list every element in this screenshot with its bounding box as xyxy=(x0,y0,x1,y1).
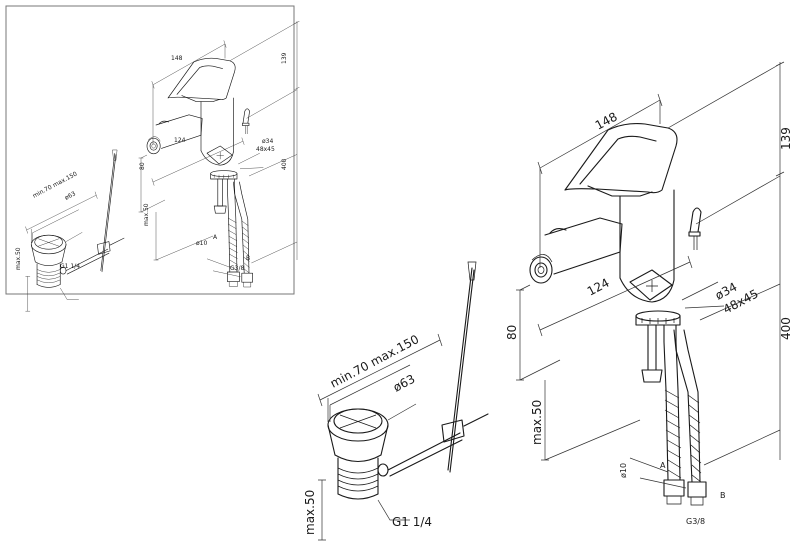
label-d63: ø63 xyxy=(391,372,418,395)
label-g114: G1 1/4 xyxy=(392,515,432,529)
thumb-label-400: 400 xyxy=(281,158,288,170)
thumbnail-frame xyxy=(5,5,295,295)
label-124: 124 xyxy=(585,276,612,299)
label-148: 148 xyxy=(593,110,620,133)
mixer-main-view xyxy=(515,61,785,506)
thumb-label-148: 148 xyxy=(171,55,183,62)
thumbnail-panel: 148 139 124 ø34 48x45 80 400 max.50 ø10 … xyxy=(5,5,300,312)
label-a: A xyxy=(660,461,666,470)
label-80: 80 xyxy=(505,325,519,340)
thumb-label-b: B xyxy=(246,255,250,262)
thumb-label-a: A xyxy=(213,234,218,241)
waste-main-view xyxy=(317,261,489,541)
label-400: 400 xyxy=(779,317,793,340)
thumb-label-48x45: 48x45 xyxy=(256,146,275,153)
main-labels: 148 139 124 ø34 48x45 80 400 max.50 ø10 … xyxy=(303,110,793,535)
thumb-label-d34: ø34 xyxy=(262,138,273,145)
thumb-label-139: 139 xyxy=(281,52,288,64)
thumb-label-d10: ø10 xyxy=(196,240,207,247)
thumb-label-g38: G3/8 xyxy=(230,265,244,272)
label-max50-waste: max.50 xyxy=(303,490,317,535)
label-b: B xyxy=(720,491,726,500)
label-139: 139 xyxy=(779,127,793,150)
thumb-label-max50-waste: max.50 xyxy=(15,247,22,270)
label-g38: G3/8 xyxy=(686,517,705,526)
thumb-label-g114: G1 1/4 xyxy=(60,263,80,270)
thumb-label-d63: ø63 xyxy=(64,190,77,202)
thumb-label-124: 124 xyxy=(174,137,186,144)
thumb-label-80: 80 xyxy=(139,162,146,170)
label-d10: ø10 xyxy=(619,463,628,478)
thumb-label-max50-mixer: max.50 xyxy=(143,203,150,226)
label-max50-mixer: max.50 xyxy=(530,400,544,445)
